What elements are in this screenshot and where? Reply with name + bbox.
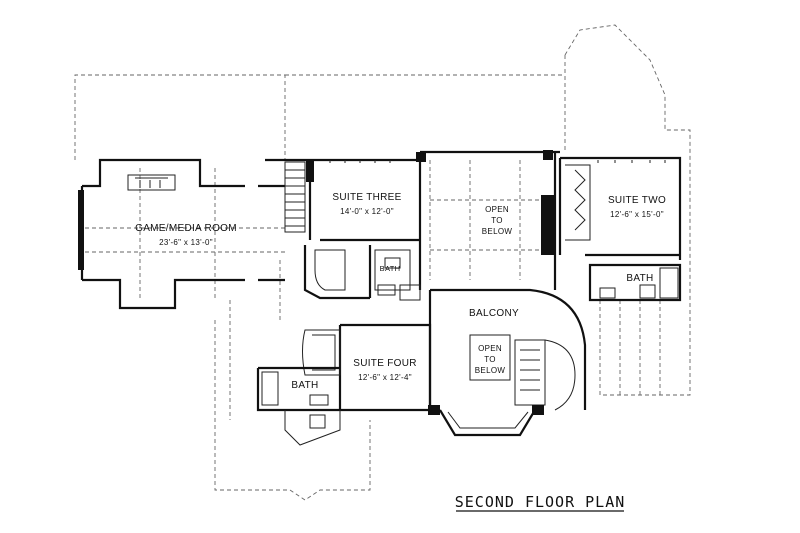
open-to-below-upper-line2: TO xyxy=(491,216,503,225)
suite-two-label: SUITE TWO xyxy=(608,195,666,206)
bath-four-label: BATH xyxy=(291,380,318,391)
stair-left xyxy=(284,161,306,233)
bay-window xyxy=(428,405,544,437)
suite-four-label: SUITE FOUR xyxy=(353,358,417,369)
open-to-below-stair-line3: BELOW xyxy=(475,366,506,375)
game-media-room-label: GAME/MEDIA ROOM xyxy=(135,223,237,234)
bath-two-walls xyxy=(588,263,682,302)
game-media-room-walls xyxy=(78,158,285,310)
suite-four-dims: 12'-6" x 12'-4" xyxy=(358,373,412,382)
suite-two-dims: 12'-6" x 15'-0" xyxy=(610,210,664,219)
game-media-room-dims: 23'-6" x 13'-0" xyxy=(159,238,213,247)
open-to-below-stair-line1: OPEN xyxy=(478,344,502,353)
bath-two-label: BATH xyxy=(626,273,653,284)
bath-four-walls xyxy=(256,366,341,446)
bath-three-label: BATH xyxy=(380,264,401,273)
suite-two-walls xyxy=(558,156,682,260)
suite-three-label: SUITE THREE xyxy=(332,192,401,203)
suite-three-dims: 14'-0" x 12'-0" xyxy=(340,207,394,216)
open-to-below-upper-line1: OPEN xyxy=(485,205,509,214)
roof-outline xyxy=(74,24,691,501)
open-to-below-stair-line2: TO xyxy=(484,355,496,364)
suite-three-walls xyxy=(265,152,426,290)
open-to-below-upper-line3: BELOW xyxy=(482,227,513,236)
open-to-below-upper-walls xyxy=(420,150,560,290)
plan-title: SECOND FLOOR PLAN xyxy=(455,493,626,511)
bath-three-walls xyxy=(303,245,421,301)
balcony-label: BALCONY xyxy=(469,308,519,319)
